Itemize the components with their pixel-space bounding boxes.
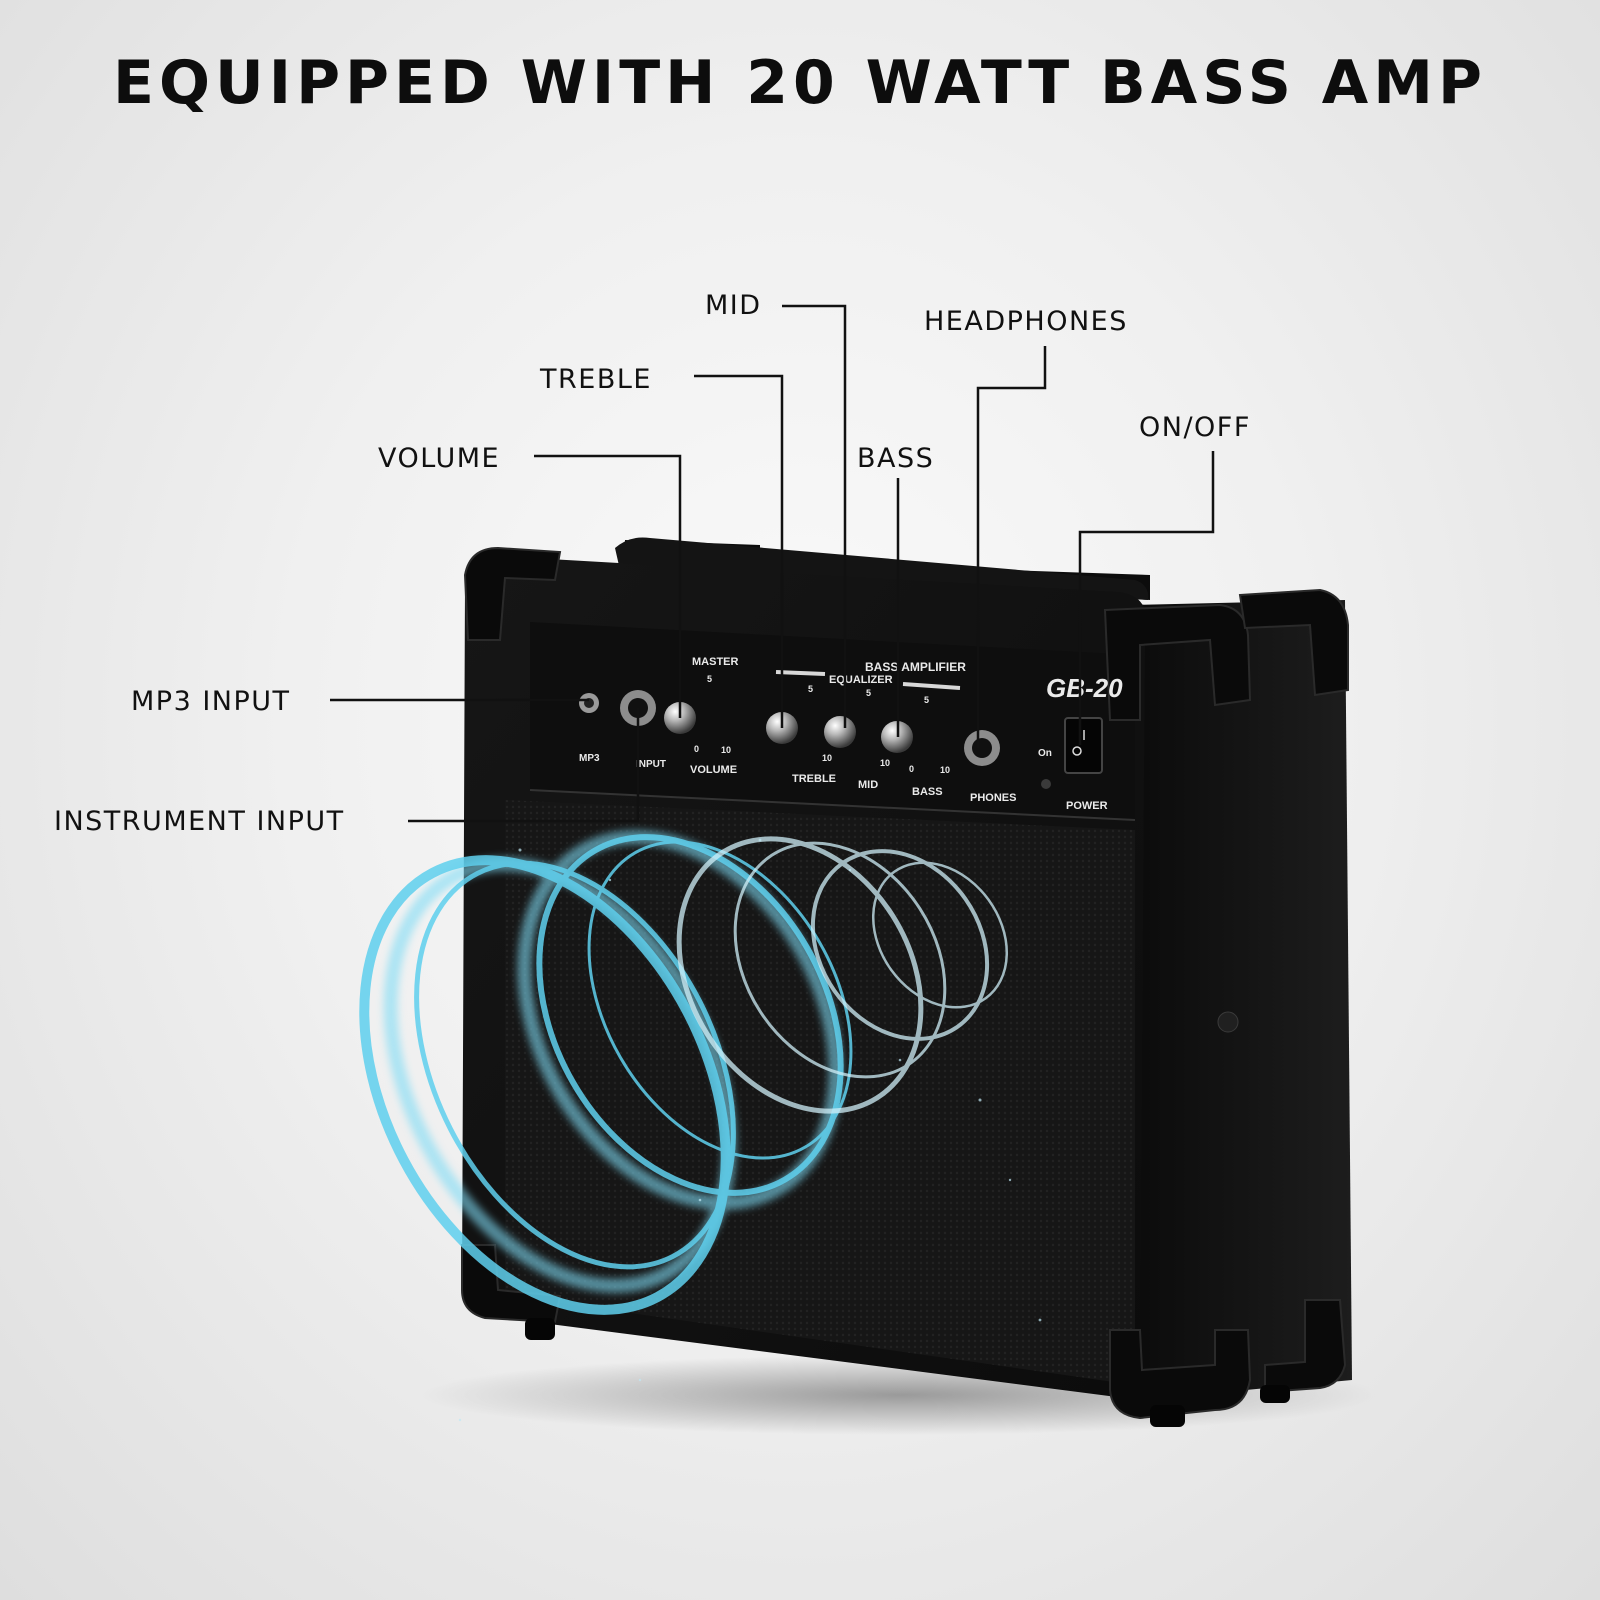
callout-leader-lines: [330, 304, 1215, 823]
knob-scale-numbers: 5 0 10 5 10 5 10 5 0 10: [694, 674, 950, 775]
callout-treble: TREBLE: [540, 364, 652, 395]
callout-instrument-input: INSTRUMENT INPUT: [54, 806, 345, 837]
callout-on-off: ON/OFF: [1139, 412, 1251, 443]
mid-knob[interactable]: [824, 716, 856, 748]
svg-text:5: 5: [866, 688, 871, 698]
callout-volume: VOLUME: [378, 443, 501, 474]
page-title: EQUIPPED WITH 20 WATT BASS AMP: [113, 48, 1487, 118]
phones-label: PHONES: [970, 792, 1016, 804]
input-label: INPUT: [636, 759, 666, 770]
volume-label: VOLUME: [690, 764, 737, 776]
mp3-jack[interactable]: [579, 693, 599, 713]
svg-text:5: 5: [924, 695, 929, 705]
volume-leader: [534, 454, 682, 718]
svg-text:10: 10: [940, 765, 950, 775]
master-label: MASTER: [692, 656, 739, 668]
callout-bass: BASS: [857, 443, 935, 474]
svg-text:10: 10: [721, 745, 731, 755]
bass-amplifier-label: BASS AMPLIFIER: [865, 660, 966, 674]
svg-text:10: 10: [880, 758, 890, 768]
side-screw: [1217, 1011, 1239, 1033]
treble-label: TREBLE: [792, 773, 836, 785]
sound-wave-swirl: [359, 830, 1042, 1422]
power-label: POWER: [1066, 800, 1108, 812]
headphones-leader: [976, 346, 1047, 748]
callout-mid: MID: [705, 290, 762, 321]
corner-protectors: [461, 546, 1349, 1420]
instrument-input-leader: [408, 708, 640, 823]
on-off-leader: [1078, 451, 1215, 745]
phones-jack[interactable]: [964, 730, 1000, 766]
equalizer-label: EQUALIZER: [829, 674, 893, 686]
svg-text:0: 0: [909, 764, 914, 774]
power-switch[interactable]: [1064, 717, 1103, 774]
mid-leader: [782, 304, 847, 728]
mid-label: MID: [858, 779, 878, 791]
amplifier-line: [902, 682, 961, 690]
svg-text:10: 10: [822, 753, 832, 763]
svg-text:0: 0: [694, 744, 699, 754]
callout-headphones: HEADPHONES: [924, 306, 1128, 337]
treble-leader: [694, 374, 784, 728]
svg-text:5: 5: [707, 674, 712, 684]
svg-text:5: 5: [808, 684, 813, 694]
cabinet-side: [1130, 600, 1352, 1400]
on-label: On: [1038, 748, 1052, 759]
bass-label: BASS: [912, 786, 943, 798]
cabinet-feet: [525, 1318, 1290, 1427]
callout-mp3-input: MP3 INPUT: [131, 686, 291, 717]
model-badge: GB-20: [1046, 673, 1123, 703]
equalizer-line: [775, 670, 826, 676]
mp3-label: MP3: [579, 753, 600, 764]
power-led: [1041, 779, 1051, 789]
